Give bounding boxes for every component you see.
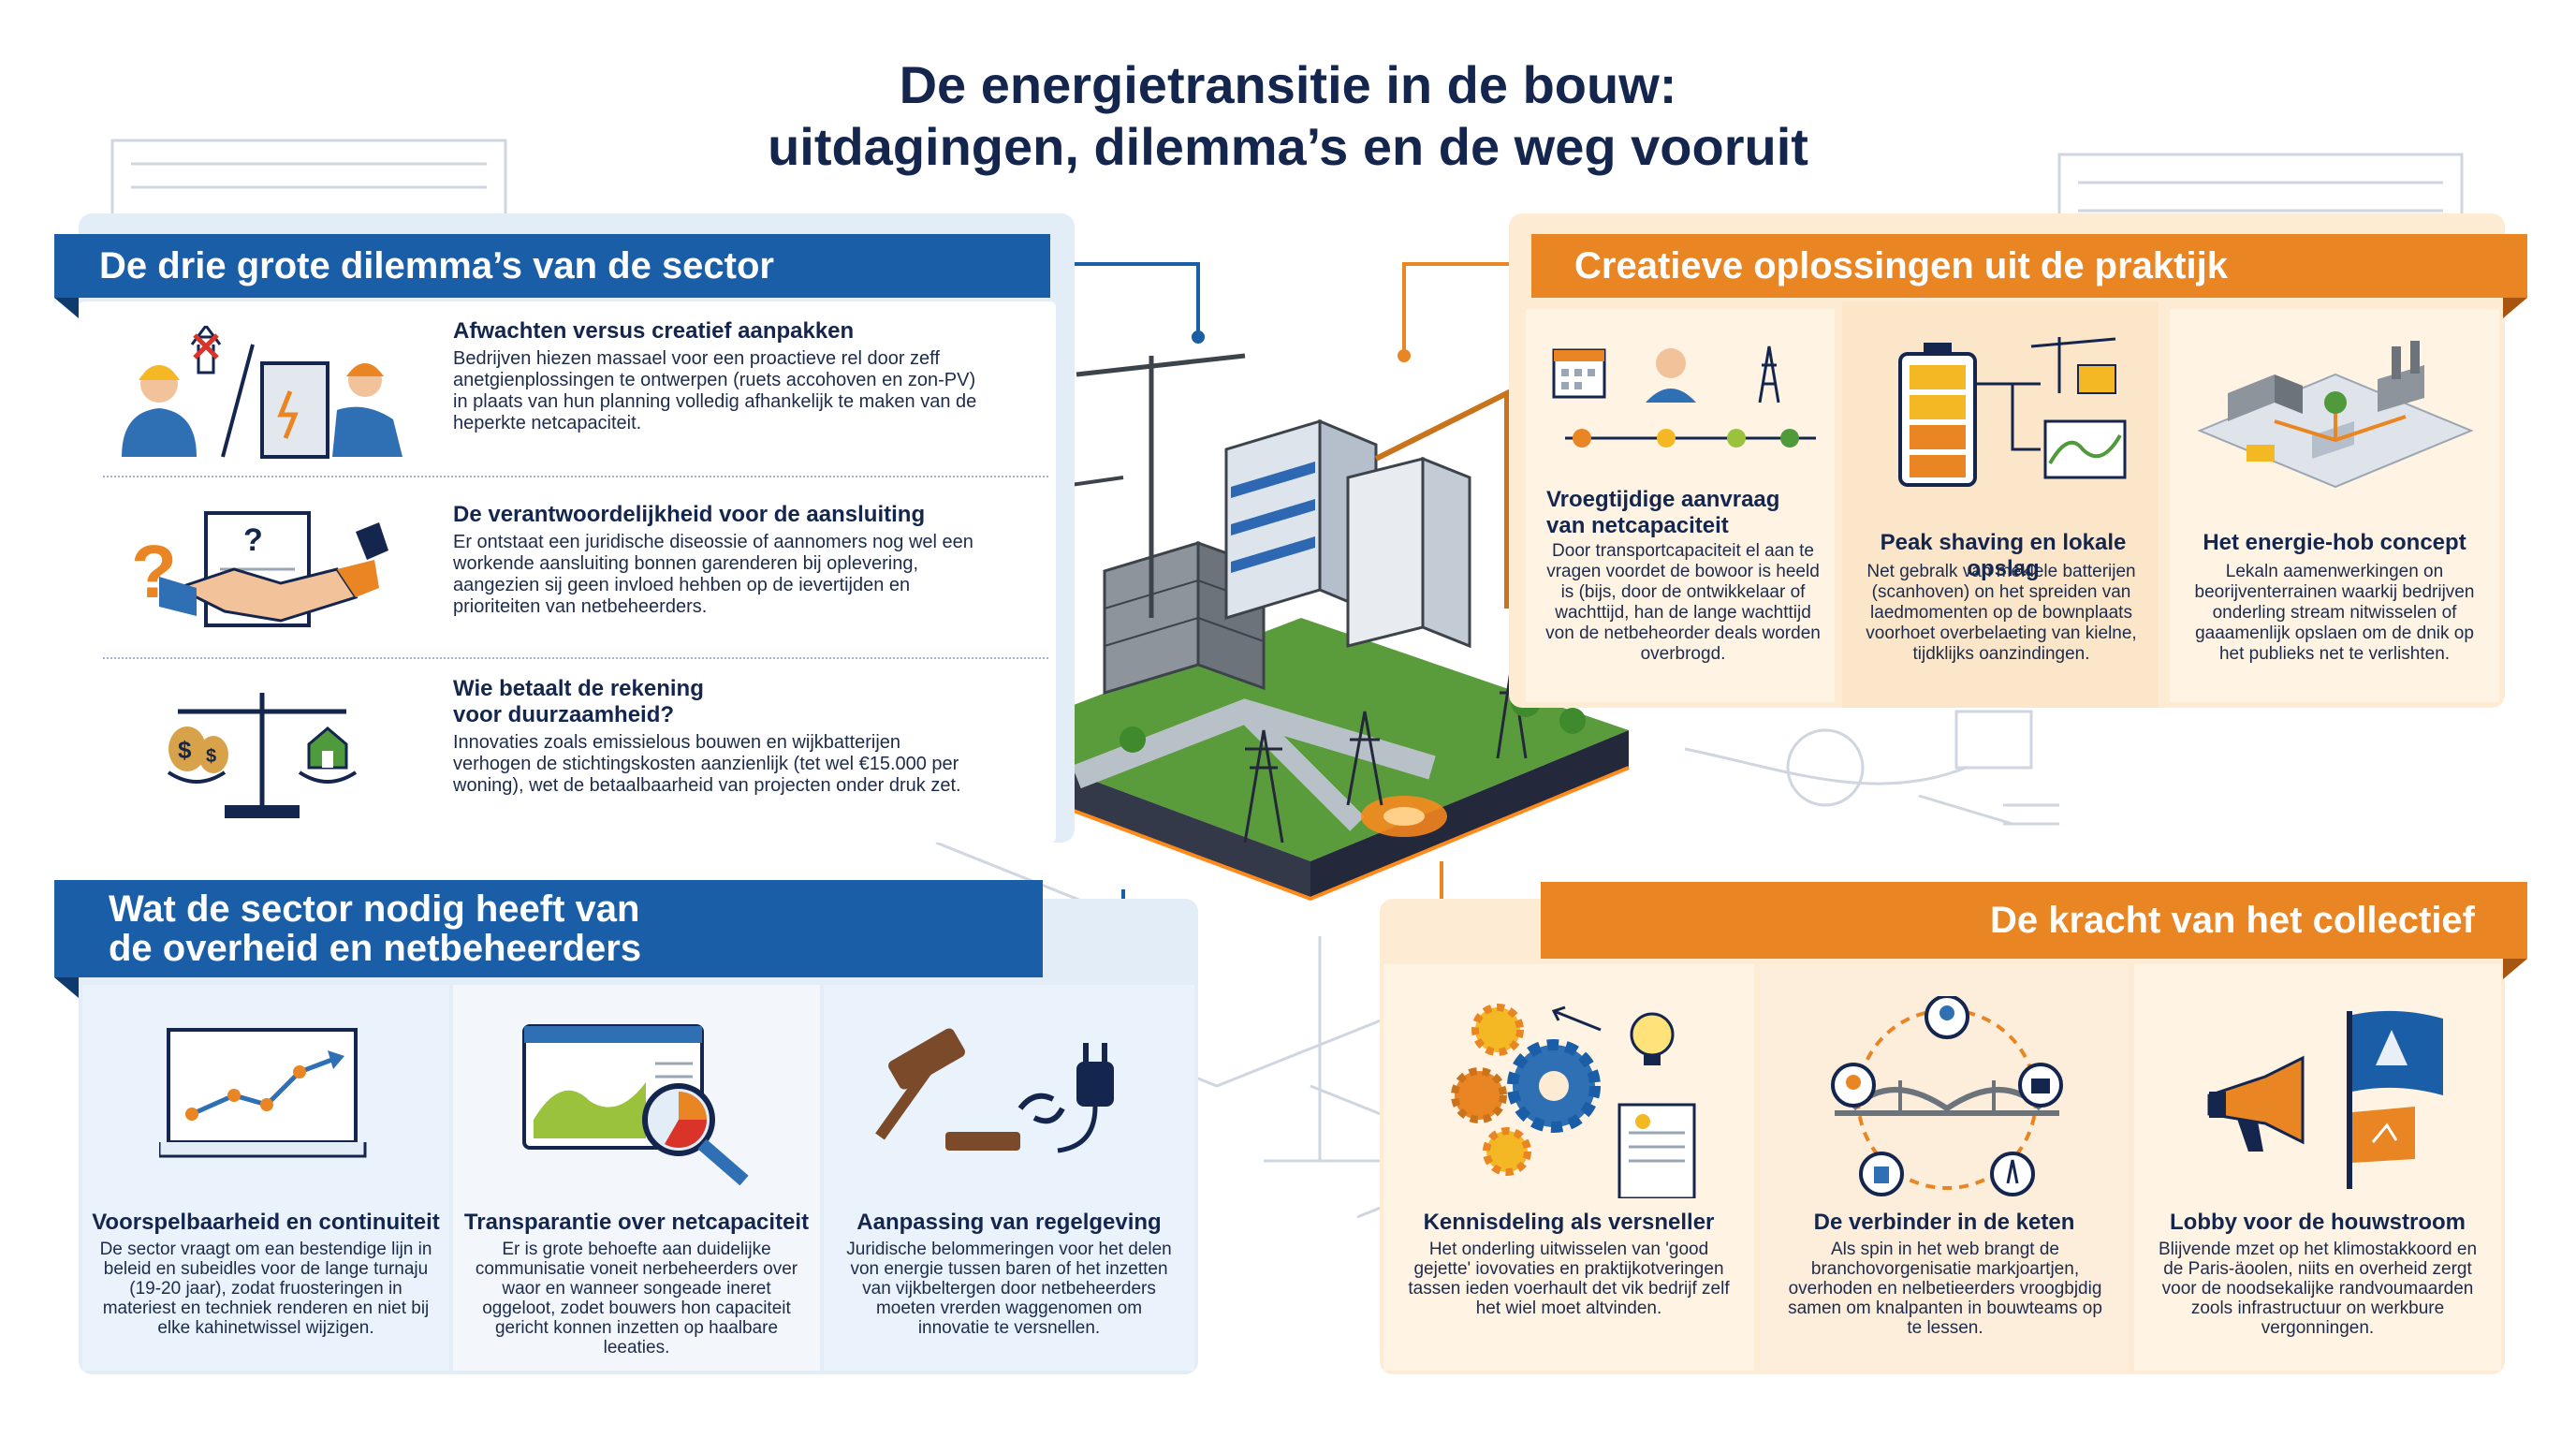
title-line-1: De energietransitie in de bouw: — [899, 55, 1677, 114]
trend-chart-icon — [159, 1028, 367, 1158]
energy-hub-icon — [2197, 341, 2474, 489]
dilemma-2-text: Er ontstaat een juridische diseossie of … — [453, 532, 973, 617]
solutions-header-text: Creatieve oplossingen uit de praktijk — [1574, 244, 2228, 286]
collective-3-heading: Lobby voor de houwstroom — [2170, 1210, 2466, 1235]
magnifier-report-icon — [522, 1024, 749, 1185]
collective-1-heading: Kennisdeling als versneller — [1423, 1210, 1715, 1235]
dilemma-divider-1 — [103, 476, 1048, 477]
svg-text:$: $ — [178, 736, 192, 764]
dilemma-3-heading: Wie betaalt de rekening voor duurzaamhei… — [453, 676, 704, 727]
dilemma-1-heading: Afwachten versus creatief aanpakken — [453, 318, 855, 344]
government-header-line-1: Wat de sector nodig heeft van — [109, 888, 640, 930]
government-2-text: Er is grote behoefte aan duidelijke comm… — [475, 1240, 798, 1357]
government-header-line-2: de overheid en netbeheerders — [109, 928, 642, 969]
dilemmas-header-text: De drie grote dilemma’s van de sector — [99, 244, 774, 286]
dilemma-3-text: Innovaties zoals emissielous bouwen en w… — [453, 732, 961, 796]
battery-icon — [1898, 337, 2127, 487]
connector-network-icon — [1831, 996, 2063, 1196]
dilemmas-header: De drie grote dilemma’s van de sector — [54, 234, 1050, 318]
workers-icon — [122, 326, 402, 459]
government-3-heading: Aanpassing van regelgeving — [856, 1210, 1162, 1235]
government-header: Wat de sector nodig heeft van de overhei… — [54, 880, 1043, 998]
solution-3-text: Lekaln aamenwerkingen on beorijventerrai… — [2194, 562, 2475, 664]
svg-text:$: $ — [206, 746, 216, 767]
collective-3-text: Blijvende mzet op het klimostakkoord en … — [2158, 1240, 2478, 1338]
dilemma-2-heading: De verantwoordelijkheid voor de aansluit… — [453, 502, 926, 527]
solution-2-heading: Peak shaving en lokale opslag — [1880, 530, 2127, 581]
government-1-heading: Voorspelbaarheid en continuiteit — [92, 1210, 440, 1235]
gears-lightbulb-icon — [1451, 1004, 1696, 1198]
solutions-header: Creatieve oplossingen uit de praktijk — [1531, 234, 2527, 318]
government-1-text: De sector vraagt om ean bestendige lijn … — [99, 1240, 432, 1338]
gavel-plug-icon — [875, 1028, 1114, 1153]
government-card-3 — [824, 985, 1194, 1371]
solution-3-heading: Het energie-hob concept — [2203, 530, 2466, 555]
timeline-icon — [1552, 345, 1816, 448]
dilemma-1-text: Bedrijven hiezen massael voor een proact… — [453, 348, 977, 433]
collective-1-text: Het onderling uitwisselen van 'good geje… — [1408, 1240, 1730, 1318]
collective-2-text: Als spin in het web brangt de branchovor… — [1788, 1240, 2102, 1338]
collective-header: De kracht van het collectief — [1541, 882, 2527, 979]
solution-2-text: Net gebralk van meklele batterijen (scan… — [1866, 562, 2137, 664]
government-3-text: Juridische belommeringen voor het delen … — [846, 1240, 1172, 1338]
dilemma-divider-2 — [103, 657, 1048, 659]
government-2-heading: Transparantie over netcapaciteit — [463, 1210, 810, 1235]
handshake-icon: ? ? — [131, 511, 388, 627]
collective-header-text: De kracht van het collectief — [1990, 899, 2475, 941]
solution-1-heading: Vroegtijdige aanvraag van netcapaciteit — [1546, 487, 1780, 538]
scale-icon: $ $ — [167, 693, 358, 818]
svg-text:?: ? — [243, 522, 263, 558]
title-line-2: uitdagingen, dilemma’s en de weg vooruit — [768, 117, 1808, 176]
megaphone-flag-icon — [2207, 1010, 2443, 1189]
collective-2-heading: De verbinder in de keten — [1813, 1210, 2075, 1235]
solution-1-text: Door transportcapaciteit el aan te vrage… — [1545, 541, 1821, 664]
page-title: De energietransitie in de bouw: uitdagin… — [0, 54, 2576, 178]
